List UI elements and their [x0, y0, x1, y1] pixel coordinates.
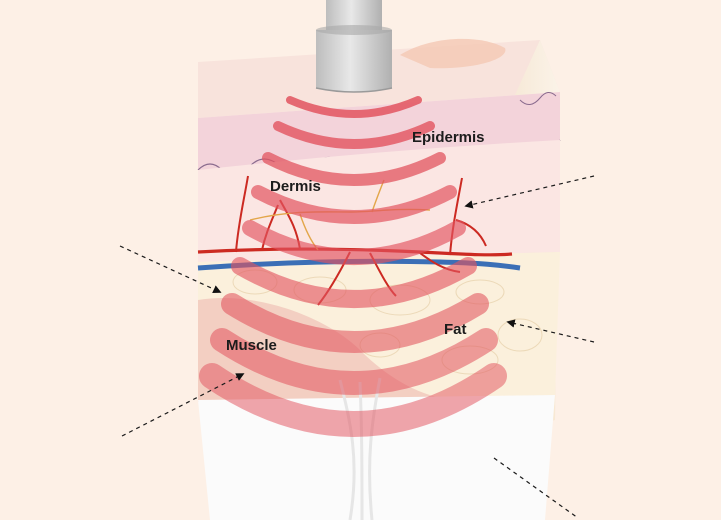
label-dermis: Dermis [270, 178, 321, 195]
label-fat: Fat [444, 321, 467, 338]
skin-mound [400, 38, 506, 69]
pointer-arrows [119, 175, 595, 519]
side-epidermis-boundary [519, 92, 557, 105]
ultrasound-transducer-icon [315, 0, 393, 93]
pointer-arrow-icon [493, 457, 579, 519]
pointer-arrow-icon [506, 319, 595, 343]
ultrasound-waves [199, 96, 507, 437]
pointer-arrow-icon [464, 175, 595, 209]
pointer-arrow-icon [121, 373, 245, 437]
label-epidermis: Epidermis [412, 129, 485, 146]
vein [197, 258, 521, 271]
label-muscle: Muscle [226, 337, 277, 354]
pointer-arrow-icon [119, 245, 222, 294]
